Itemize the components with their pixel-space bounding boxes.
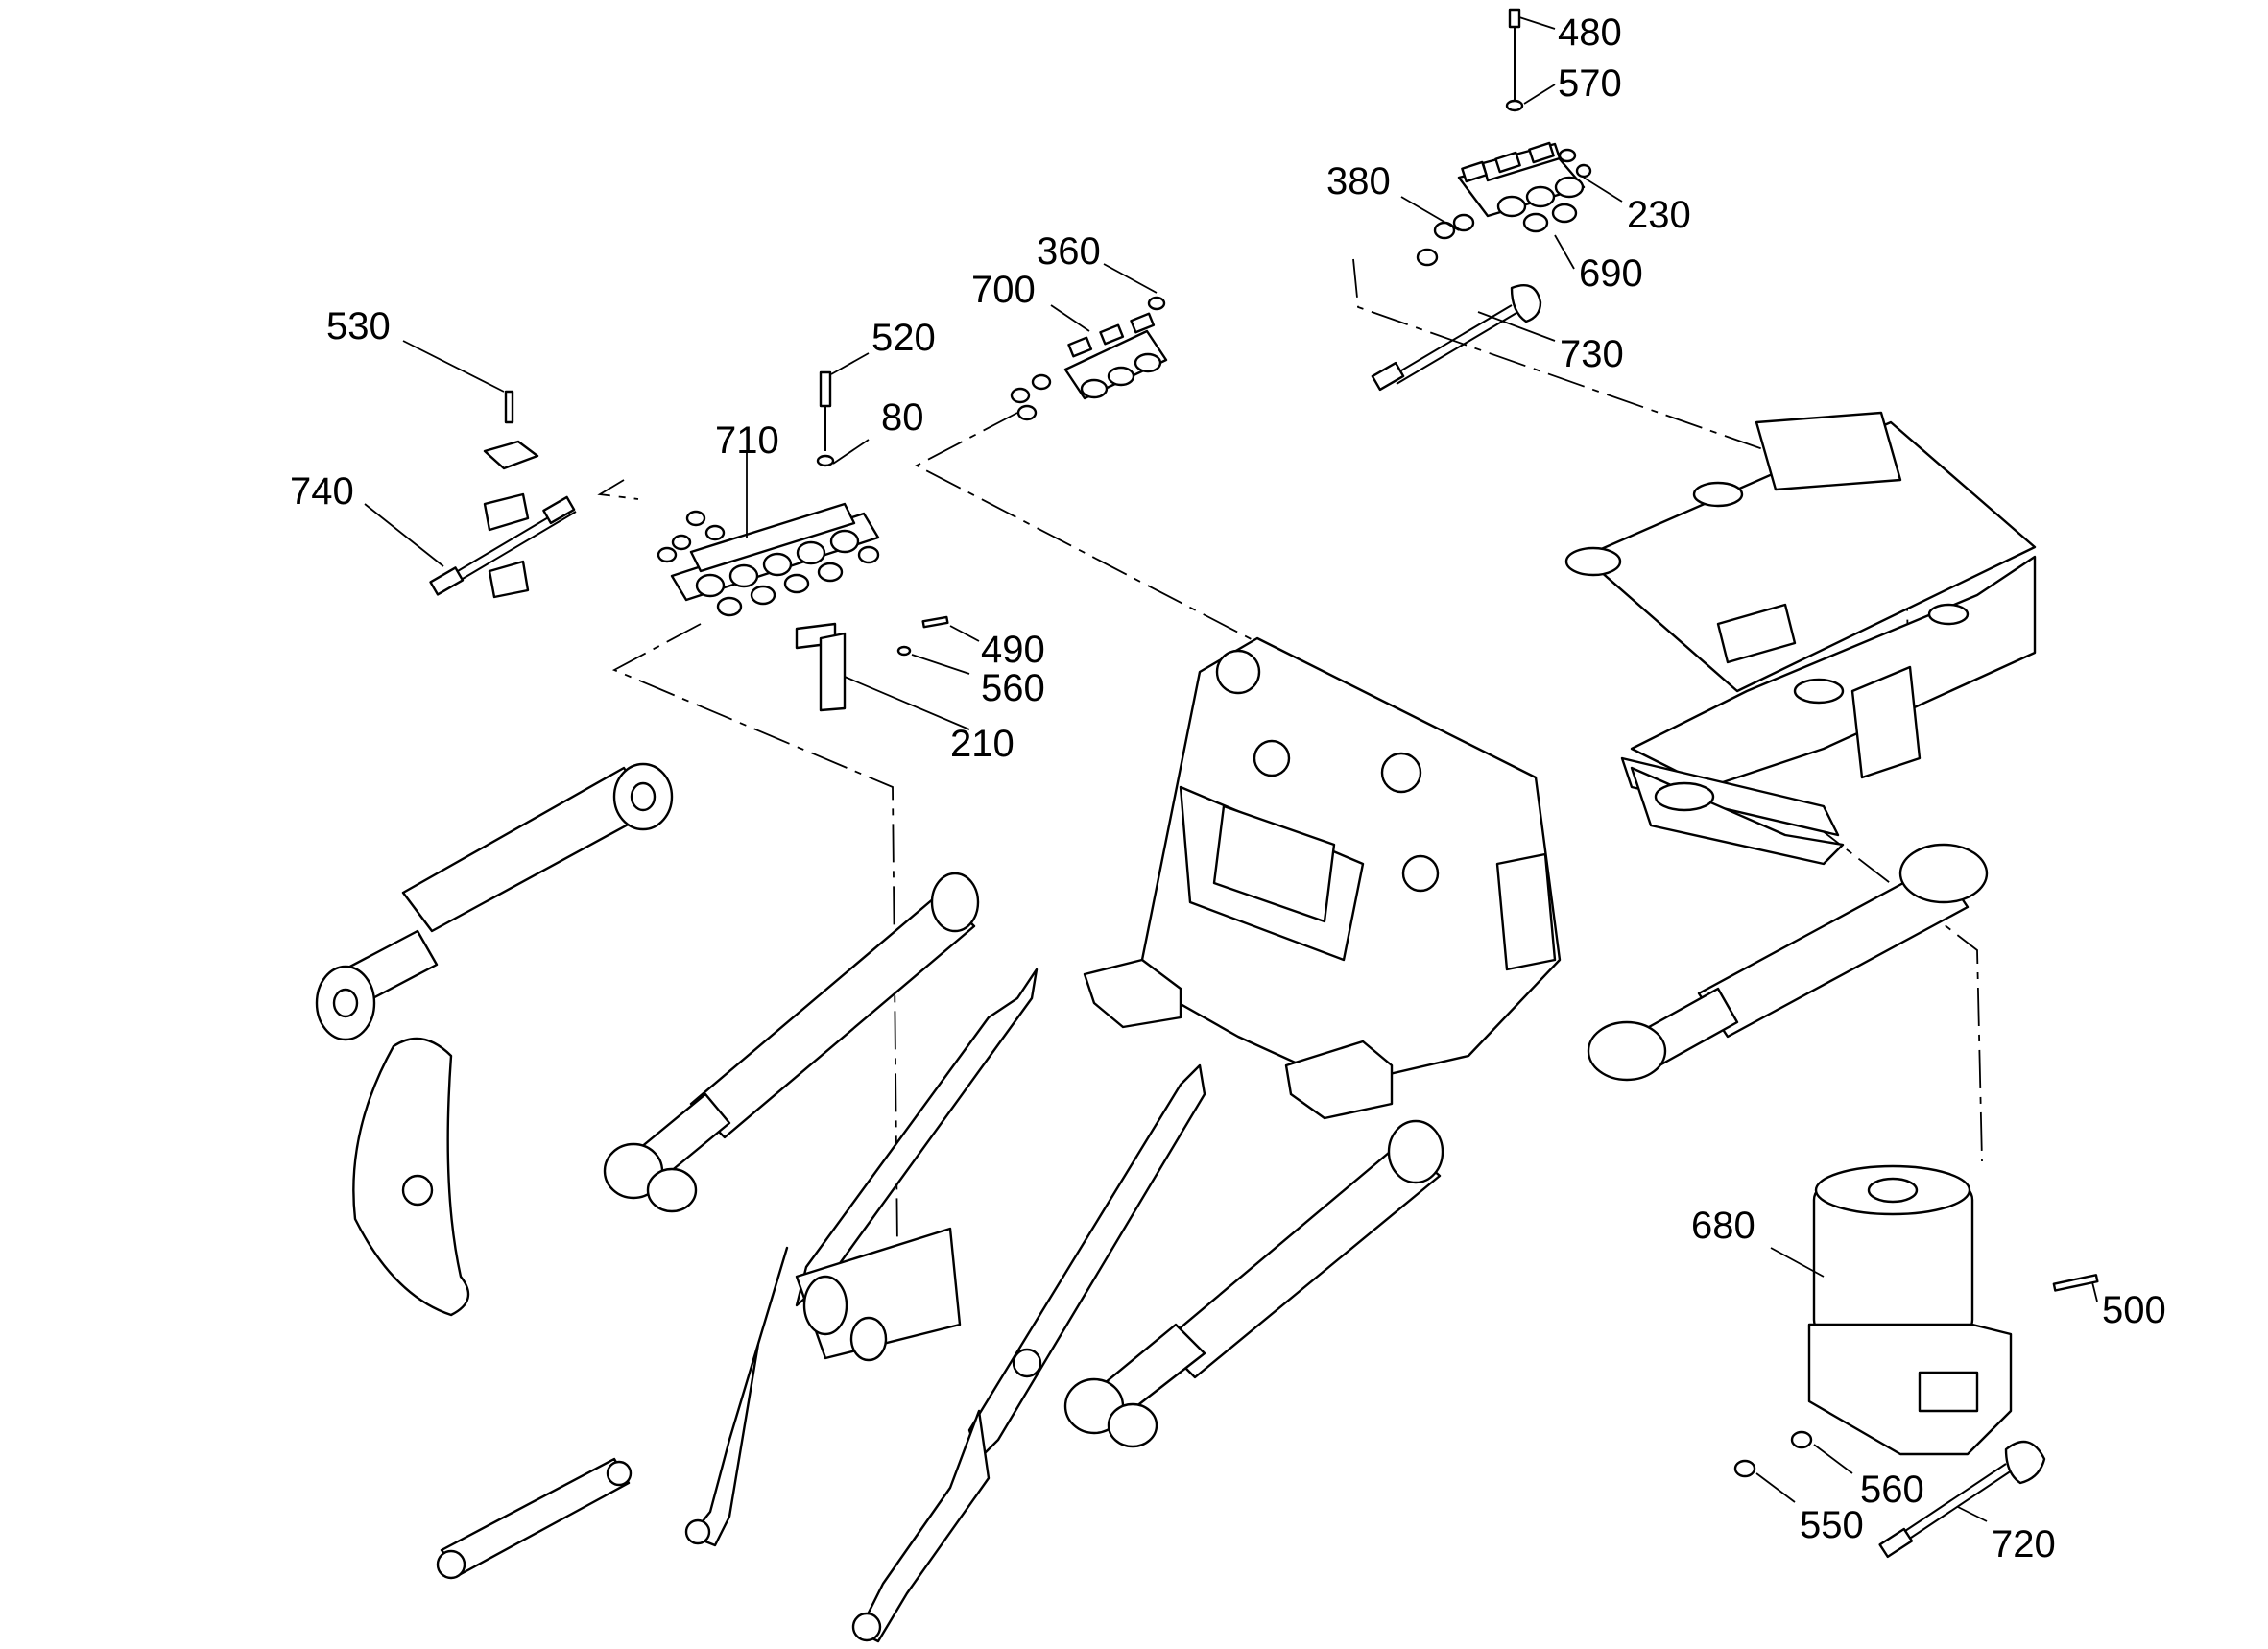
leader-lines xyxy=(364,16,2098,1522)
hydraulic-unit-680 xyxy=(1733,1164,2099,1478)
lift-arms xyxy=(436,968,1206,1643)
callout-730: 730 xyxy=(1560,333,1624,375)
valve-block-top xyxy=(1416,8,1592,267)
cylinder-upper-left xyxy=(315,762,674,1041)
upper-frame xyxy=(1564,411,2037,866)
callout-690: 690 xyxy=(1579,252,1643,295)
cylinder-right xyxy=(1587,843,1989,1082)
callout-720: 720 xyxy=(1992,1523,2056,1565)
callout-480: 480 xyxy=(1558,12,1622,54)
callout-520: 520 xyxy=(871,317,936,359)
callout-560: 560 xyxy=(981,667,1045,709)
callout-80: 80 xyxy=(881,396,924,439)
lever-plate xyxy=(352,1037,470,1317)
front-chassis xyxy=(1083,636,1562,1120)
callout-710: 710 xyxy=(715,419,779,462)
callout-530: 530 xyxy=(326,305,391,347)
callout-570: 570 xyxy=(1558,62,1622,105)
callout-210: 210 xyxy=(950,723,1015,765)
callout-labels: 480 570 380 230 690 730 360 700 530 520 … xyxy=(290,12,2166,1565)
callout-740: 740 xyxy=(290,470,354,513)
callout-500: 500 xyxy=(2102,1289,2166,1331)
callout-490: 490 xyxy=(981,629,1045,671)
cylinder-lower xyxy=(1063,1119,1444,1448)
valve-block-left xyxy=(657,370,949,712)
callout-550: 550 xyxy=(1800,1504,1864,1546)
hose-720 xyxy=(1878,1440,2046,1559)
callout-360: 360 xyxy=(1037,230,1101,273)
callout-230: 230 xyxy=(1627,194,1691,236)
callout-680: 680 xyxy=(1691,1205,1755,1247)
clamp-and-hose-740 xyxy=(429,390,577,599)
valve-block-middle xyxy=(1010,296,1168,421)
callout-560: 560 xyxy=(1860,1469,1924,1511)
callout-380: 380 xyxy=(1326,160,1391,203)
hose-730 xyxy=(1371,283,1542,392)
cylinder-middle xyxy=(603,872,980,1213)
callout-700: 700 xyxy=(971,269,1036,311)
